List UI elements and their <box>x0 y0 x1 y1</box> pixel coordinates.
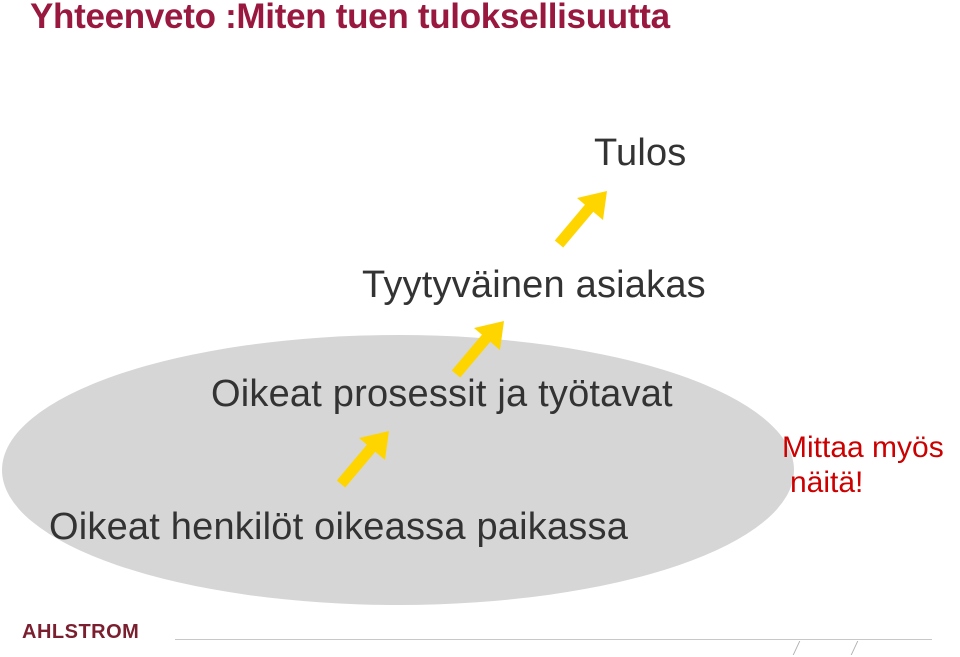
company-logo: AHLSTROM <box>22 621 140 643</box>
measure-note: Mittaa myös näitä! <box>782 430 960 500</box>
step-processes-label: Oikeat prosessit ja työtavat <box>211 373 673 415</box>
step-result-label: Tulos <box>594 132 687 174</box>
arrow-up-right-icon <box>336 431 389 488</box>
footer-slash-decoration <box>850 641 859 655</box>
step-people-label: Oikeat henkilöt oikeassa paikassa <box>49 506 629 548</box>
foundation-ellipse <box>2 335 794 605</box>
measure-note-line2: näitä! <box>790 466 864 499</box>
arrow-up-right-icon <box>554 191 607 248</box>
arrow-up-right-icon <box>451 321 504 378</box>
measure-note-line1: Mittaa myös <box>782 431 944 464</box>
footer-divider <box>175 639 932 640</box>
step-customer-label: Tyytyväinen asiakas <box>362 264 706 306</box>
slide-title: Yhteenveto :Miten tuen tuloksellisuutta <box>30 0 670 36</box>
footer-slash-decoration <box>792 641 801 655</box>
